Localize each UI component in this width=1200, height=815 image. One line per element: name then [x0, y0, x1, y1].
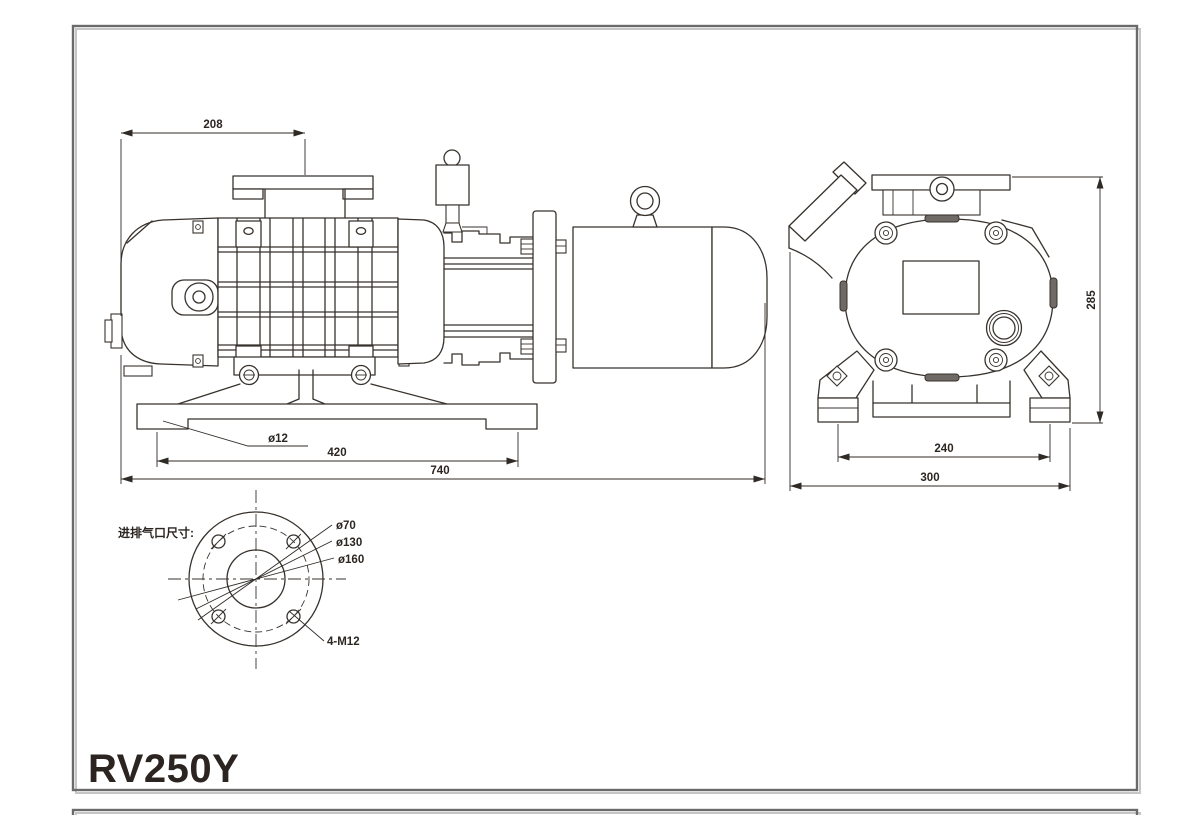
dim-208-label: 208: [203, 119, 223, 131]
gusset-bolt-right: [1038, 365, 1060, 387]
dim-740: 740: [120, 303, 766, 484]
top-center-tab: [924, 214, 960, 223]
foot-right: [1029, 397, 1071, 423]
main-border-frame: [71, 24, 1139, 792]
foot-bolt-left: [238, 364, 260, 386]
dim-phi130-label: ø130: [336, 537, 362, 549]
pump-right-end-cap: [397, 218, 445, 365]
valve-knob-icon: [443, 149, 461, 167]
base-plate: [136, 403, 538, 430]
inlet-port-body: [788, 174, 858, 242]
tie-rods: [443, 257, 534, 338]
motor-body: [572, 226, 713, 369]
base-center-column: [286, 369, 326, 405]
motor-end-cap: [711, 226, 768, 369]
inlet-flange-plate: [232, 175, 374, 190]
model-title: RV250Y: [88, 747, 239, 791]
port-size-note: 进排气口尺寸:: [118, 525, 194, 540]
flange-bolt-holes: [210, 533, 302, 625]
left-side-boss: [839, 280, 848, 312]
dim-208: 208: [120, 119, 306, 316]
casting-web-upper-right: [1001, 219, 1050, 258]
gas-ballast-valve: [435, 149, 488, 234]
eyebolt-ring-hole: [636, 192, 654, 210]
eyebolt-base: [632, 214, 658, 228]
bearing-cap-outer: [184, 282, 214, 312]
shaft-cover: [110, 313, 123, 349]
top-bolt-icon: [929, 176, 955, 202]
dim-300: 300: [789, 252, 1071, 491]
foot-left: [817, 397, 859, 423]
sheet-frames: [71, 24, 1141, 815]
base-leg-right: [370, 383, 448, 405]
flange-bore-circle: [226, 549, 286, 609]
gusset-bolt-left: [826, 365, 848, 387]
dim-phi12: ø12: [162, 420, 308, 447]
motor-flange-plate: [532, 210, 557, 384]
bottom-center-tab: [924, 373, 960, 382]
coupling-housing: [443, 230, 534, 366]
dim-4m12-label: 4-M12: [327, 636, 360, 648]
valve-body: [435, 164, 470, 206]
end-cap-pad: [123, 365, 153, 377]
angled-inlet-port: [788, 161, 867, 279]
flange-outer-circle: [188, 511, 324, 647]
motor: [572, 185, 768, 369]
inlet-flange-lip-left: [232, 188, 264, 200]
valve-stem: [445, 204, 460, 224]
bolt-slot-icon: [355, 226, 367, 236]
end-view-base: [817, 350, 1071, 423]
dim-phi12-label: ø12: [268, 433, 288, 445]
dim-phi160-label: ø160: [338, 554, 364, 566]
base-assembly: [136, 356, 538, 430]
end-cap-bevel: [126, 220, 153, 244]
valve-base: [442, 222, 463, 233]
dim-420: 420: [156, 432, 519, 467]
dim-285-label: 285: [1086, 290, 1098, 310]
eyebolt-ring-icon: [629, 185, 661, 217]
foot-bolt-right: [350, 364, 372, 386]
base-leg-left: [177, 383, 241, 405]
next-sheet-frame: [71, 808, 1139, 815]
dim-240: 240: [837, 424, 1051, 462]
bearing-cap-inner: [192, 290, 206, 304]
dim-phi70-label: ø70: [336, 520, 356, 532]
bottom-plate: [872, 402, 1011, 418]
mounting-bar: [233, 356, 376, 376]
dim-285: 285: [1012, 176, 1104, 424]
flange-detail: 进排气口尺寸: ø70 ø130 ø160 4-M12: [118, 490, 364, 669]
right-side-boss: [1049, 277, 1058, 309]
oil-port: [985, 309, 1023, 347]
inlet-flange-lip-right: [342, 188, 374, 200]
shaft-cover-lip: [104, 319, 113, 343]
side-view: 208 ø12 420 740: [104, 119, 768, 484]
dim-240-label: 240: [934, 443, 953, 455]
end-view-bolts: [874, 221, 1008, 372]
flange-bolts: [520, 238, 567, 355]
dim-300-label: 300: [920, 472, 939, 484]
bolt-slot-icon: [243, 226, 254, 236]
dim-740-label: 740: [430, 465, 449, 477]
frame-shadow: [75, 28, 1141, 794]
cooling-fins: [217, 217, 399, 358]
flange-leaders: [177, 524, 335, 642]
next-frame-shadow: [75, 812, 1141, 815]
end-view: 285 240 300: [788, 161, 1104, 491]
plinth-lines: [872, 380, 1011, 404]
nameplate: [902, 260, 980, 315]
valve-pipe: [462, 226, 488, 234]
dim-420-label: 420: [327, 447, 346, 459]
flange-bolt-circle: [202, 525, 310, 633]
